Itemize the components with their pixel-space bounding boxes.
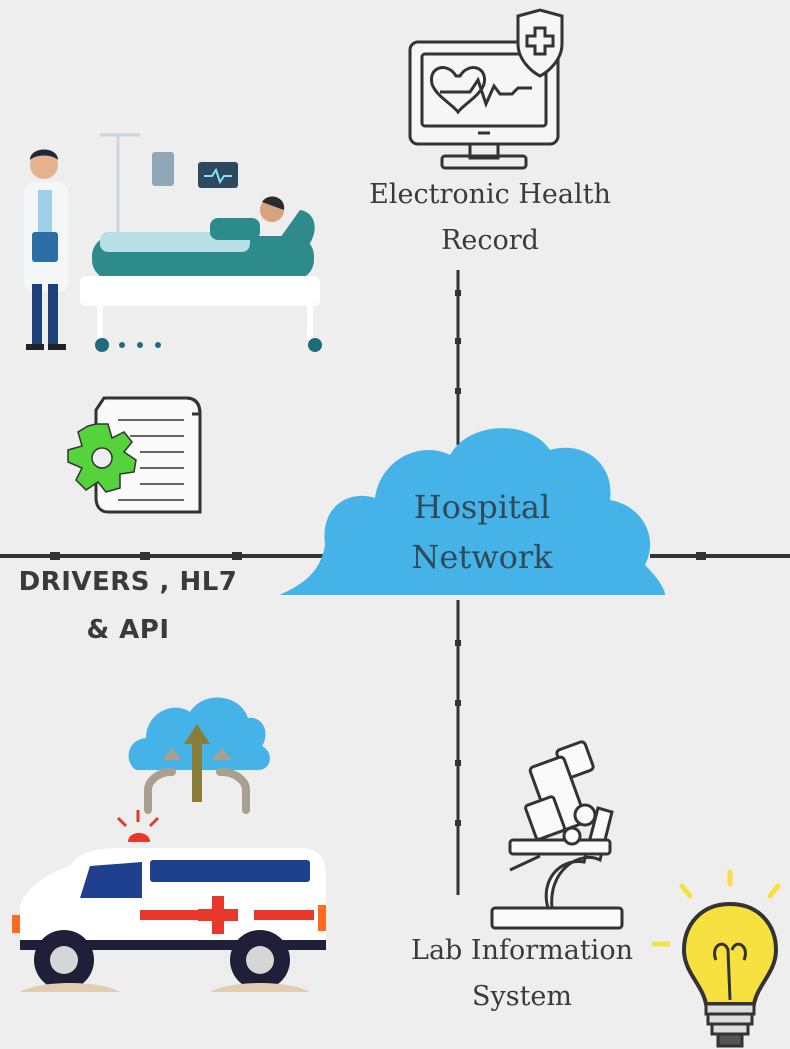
- ehr-label: Electronic Health Record: [340, 172, 640, 264]
- lab-label-line1: Lab Information: [411, 935, 633, 966]
- ehr-label-line1: Electronic Health: [369, 179, 611, 210]
- hospital-network-line2: Network: [411, 538, 553, 576]
- lab-label-line2: System: [471, 981, 573, 1012]
- hospital-network-label: Hospital Network: [352, 482, 612, 582]
- cloud-icon: [280, 428, 665, 595]
- drivers-label: DRIVERS , HL7 & API: [0, 558, 256, 654]
- drivers-label-line2: & API: [86, 615, 170, 645]
- drivers-label-line1: DRIVERS , HL7: [18, 567, 238, 597]
- cloud-upload-icon: [128, 697, 270, 814]
- lab-label: Lab Information System: [372, 928, 672, 1020]
- doctor-patient-bed-icon: [24, 133, 322, 352]
- ambulance-icon: [12, 810, 326, 992]
- hospital-network-line1: Hospital: [413, 488, 551, 526]
- ehr-label-line2: Record: [441, 225, 539, 256]
- connector-lines: [0, 270, 790, 895]
- health-monitor-icon: [408, 8, 564, 170]
- microscope-icon: [490, 740, 624, 930]
- gear-document-icon: [67, 396, 202, 514]
- lightbulb-icon: [651, 869, 781, 1048]
